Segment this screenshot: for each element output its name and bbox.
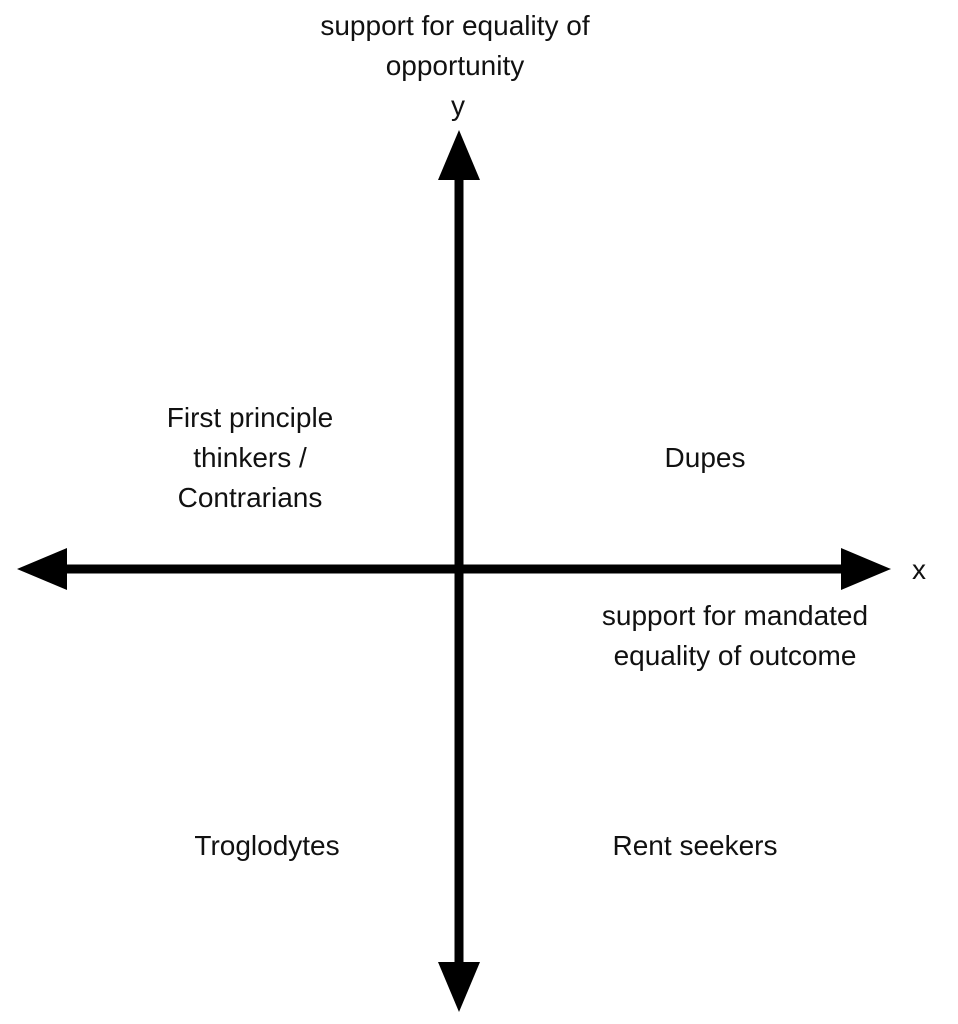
quadrant-label-top-left: First principle thinkers / Contrarians <box>167 398 333 518</box>
y-axis-title-line-2: opportunity <box>385 50 525 81</box>
x-axis-letter: x <box>912 554 926 585</box>
quadrant-top-left-line-2: thinkers / <box>193 442 307 473</box>
x-axis-left-arrowhead-icon <box>17 548 67 590</box>
x-axis-title: support for mandated equality of outcome <box>602 596 868 676</box>
y-axis-up-arrowhead-icon <box>438 130 480 180</box>
x-axis-right-arrowhead-icon <box>841 548 891 590</box>
x-axis-title-line-2: equality of outcome <box>613 640 857 671</box>
y-axis-down-arrowhead-icon <box>438 962 480 1012</box>
quadrant-label-top-right: Dupes <box>664 442 746 473</box>
quadrant-label-bottom-right: Rent seekers <box>612 830 778 861</box>
x-axis-title-line-1: support for mandated <box>601 600 869 631</box>
y-axis-title-line-1: support for equality of <box>320 10 590 41</box>
quadrant-label-bottom-left: Troglodytes <box>194 830 340 861</box>
y-axis-letter: y <box>451 90 465 121</box>
y-axis-title: support for equality of opportunity <box>320 6 589 86</box>
quadrant-top-left-line-3: Contrarians <box>177 482 323 513</box>
quadrant-top-left-line-1: First principle <box>166 402 334 433</box>
